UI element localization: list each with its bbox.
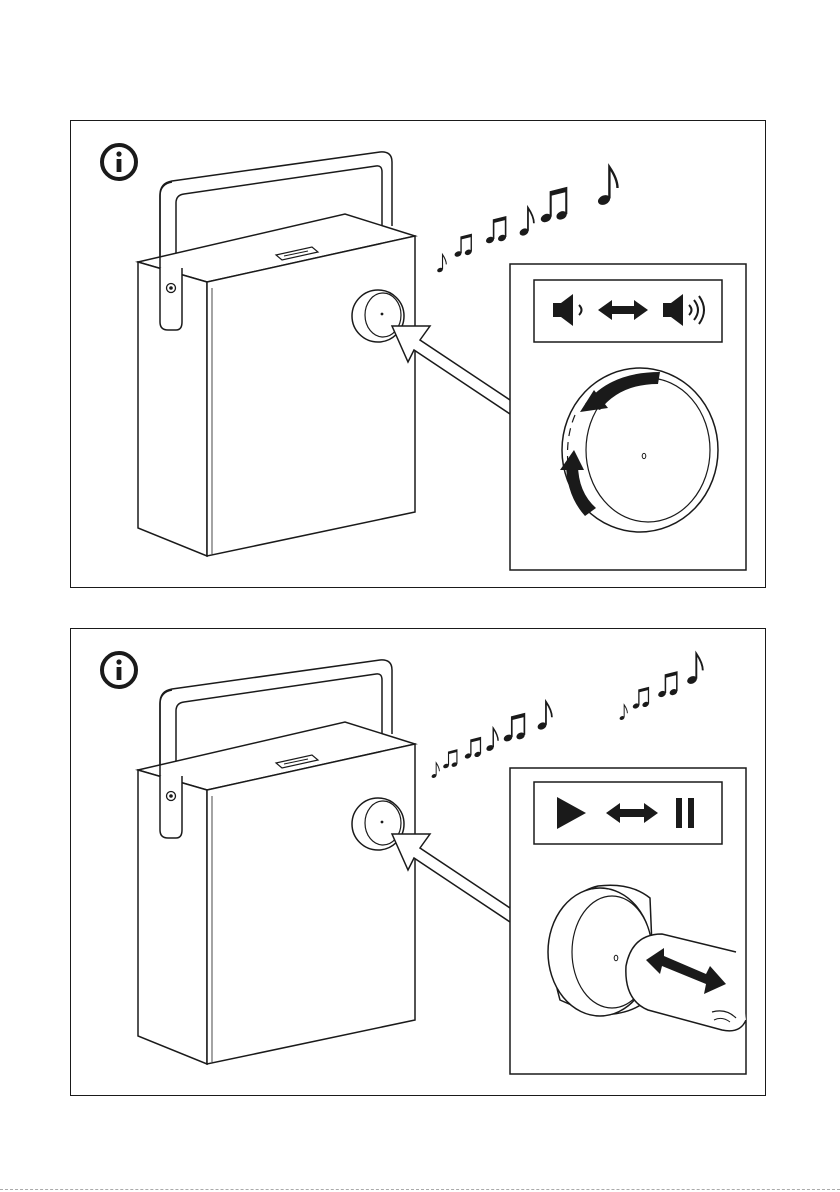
info-icon xyxy=(102,653,136,687)
music-notes-icon xyxy=(619,654,703,721)
page-edge-rule xyxy=(0,1189,840,1190)
music-notes-icon xyxy=(436,167,617,273)
speaker-illustration xyxy=(138,660,510,1064)
info-icon xyxy=(102,145,136,179)
volume-diagram xyxy=(102,145,746,570)
music-notes-icon xyxy=(431,702,552,779)
knob-rotate-detail xyxy=(560,368,718,532)
speaker-illustration xyxy=(138,152,510,556)
play-pause-diagram xyxy=(102,653,746,1074)
